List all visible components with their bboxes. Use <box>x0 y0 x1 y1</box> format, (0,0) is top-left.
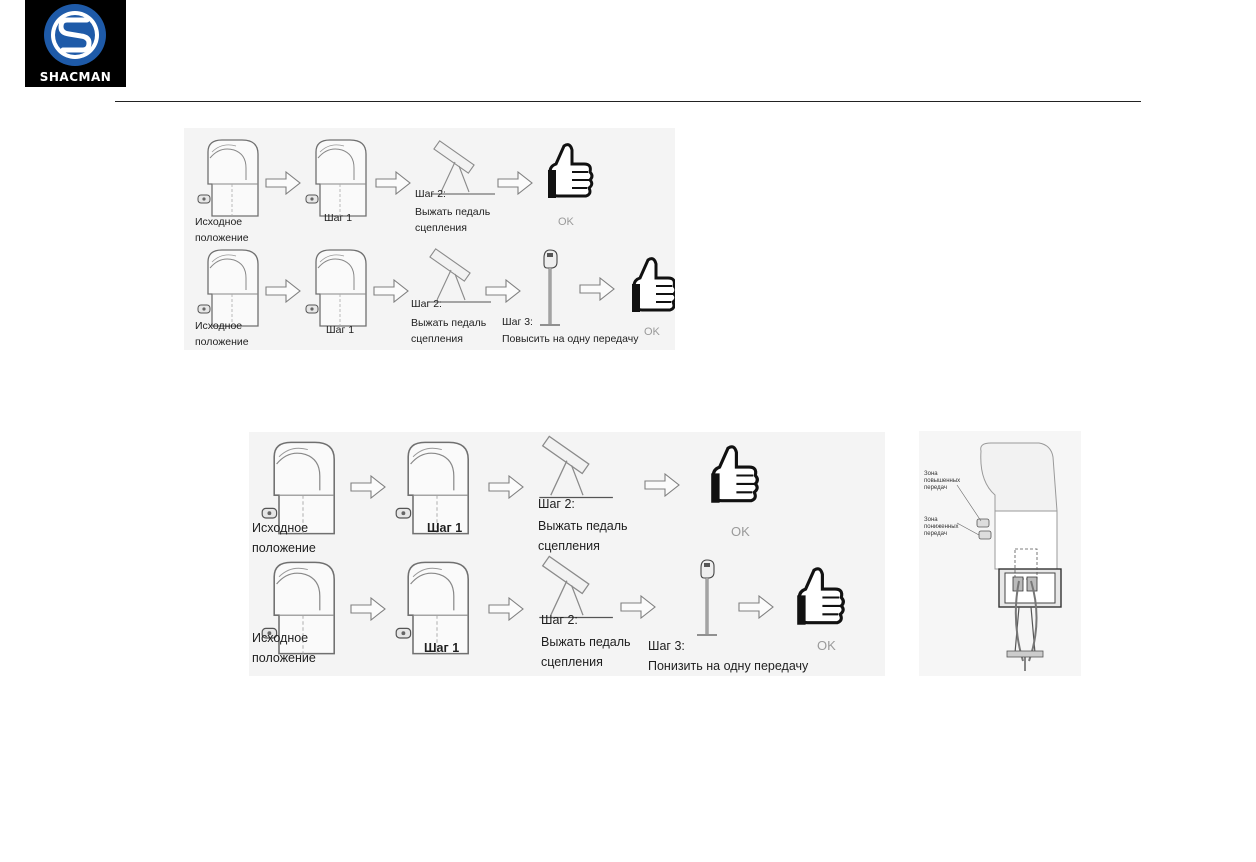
logo-wordmark: SHACMAN <box>39 70 112 84</box>
arrow-right-icon <box>265 171 301 195</box>
arrow-right-icon <box>644 473 680 497</box>
arrow-right-icon <box>373 279 409 303</box>
step1-label: Шаг 1 <box>424 641 460 655</box>
thumbs-up-icon <box>630 257 675 314</box>
ok-label: OK <box>731 524 750 539</box>
arrow-right-icon <box>265 279 301 303</box>
step2-title: Шаг 2: <box>415 188 446 200</box>
shacman-logo: SHACMAN <box>25 0 126 87</box>
high-gear-zone-label: Зона повышенных передач <box>924 471 961 491</box>
gear-knob-icon <box>305 249 367 327</box>
step3-title: Шаг 3: <box>502 316 533 328</box>
shifter-cutaway-graphic <box>956 442 1062 671</box>
step2-text: Выжать педаль сцепления <box>415 206 491 234</box>
arrow-right-icon <box>488 475 524 499</box>
step2-text: Выжать педаль сцепления <box>411 317 487 345</box>
clutch-pedal-icon <box>426 248 492 303</box>
header-rule <box>115 101 1141 102</box>
ok-label: OK <box>817 638 836 653</box>
gear-knob-icon <box>197 139 259 217</box>
start-position-label: Исходное положение <box>252 631 316 665</box>
step1-label: Шаг 1 <box>326 324 355 336</box>
clutch-pedal-icon <box>538 555 614 619</box>
arrow-right-icon <box>350 475 386 499</box>
step1-label: Шаг 1 <box>324 212 353 224</box>
thumbs-up-icon <box>546 143 594 200</box>
start-position-label: Исходное положение <box>195 216 249 244</box>
gear-knob-icon <box>197 249 259 327</box>
upshift-procedure: Исходное положение Шаг 1 Шаг 2: Выжать п… <box>184 128 675 350</box>
arrow-right-icon <box>375 171 411 195</box>
step2-title: Шаг 2: <box>541 613 578 627</box>
step2-text: Выжать педаль сцепления <box>538 519 628 553</box>
step2-title: Шаг 2: <box>411 298 442 310</box>
arrow-right-icon <box>738 595 774 619</box>
gear-lever-icon <box>538 248 562 327</box>
arrow-right-icon <box>620 595 656 619</box>
clutch-pedal-icon <box>538 435 614 499</box>
shifter-zone-diagram: Зона повышенных передач Зона пониженных … <box>919 431 1081 676</box>
arrow-right-icon <box>488 597 524 621</box>
gear-lever-icon <box>695 558 719 637</box>
thumbs-up-icon <box>795 567 845 627</box>
downshift-procedure: Исходное положение Шаг 1 Шаг 2: Выжать п… <box>249 432 885 676</box>
step3-text: Повысить на одну передачу <box>502 333 639 345</box>
arrow-right-icon <box>497 171 533 195</box>
ok-label: OK <box>644 326 660 338</box>
thumbs-up-icon <box>709 445 759 505</box>
ok-label: OK <box>558 216 574 228</box>
step2-title: Шаг 2: <box>538 497 575 511</box>
step2-text: Выжать педаль сцепления <box>541 635 631 669</box>
arrow-right-icon <box>350 597 386 621</box>
gear-knob-icon <box>305 139 367 217</box>
step3-text: Понизить на одну передачу <box>648 659 809 673</box>
start-position-label: Исходное положение <box>195 320 249 348</box>
step1-label: Шаг 1 <box>427 521 463 535</box>
start-position-label: Исходное положение <box>252 521 316 555</box>
arrow-right-icon <box>485 279 521 303</box>
arrow-right-icon <box>579 277 615 301</box>
low-gear-zone-label: Зона пониженных передач <box>924 517 959 537</box>
step3-title: Шаг 3: <box>648 639 685 653</box>
